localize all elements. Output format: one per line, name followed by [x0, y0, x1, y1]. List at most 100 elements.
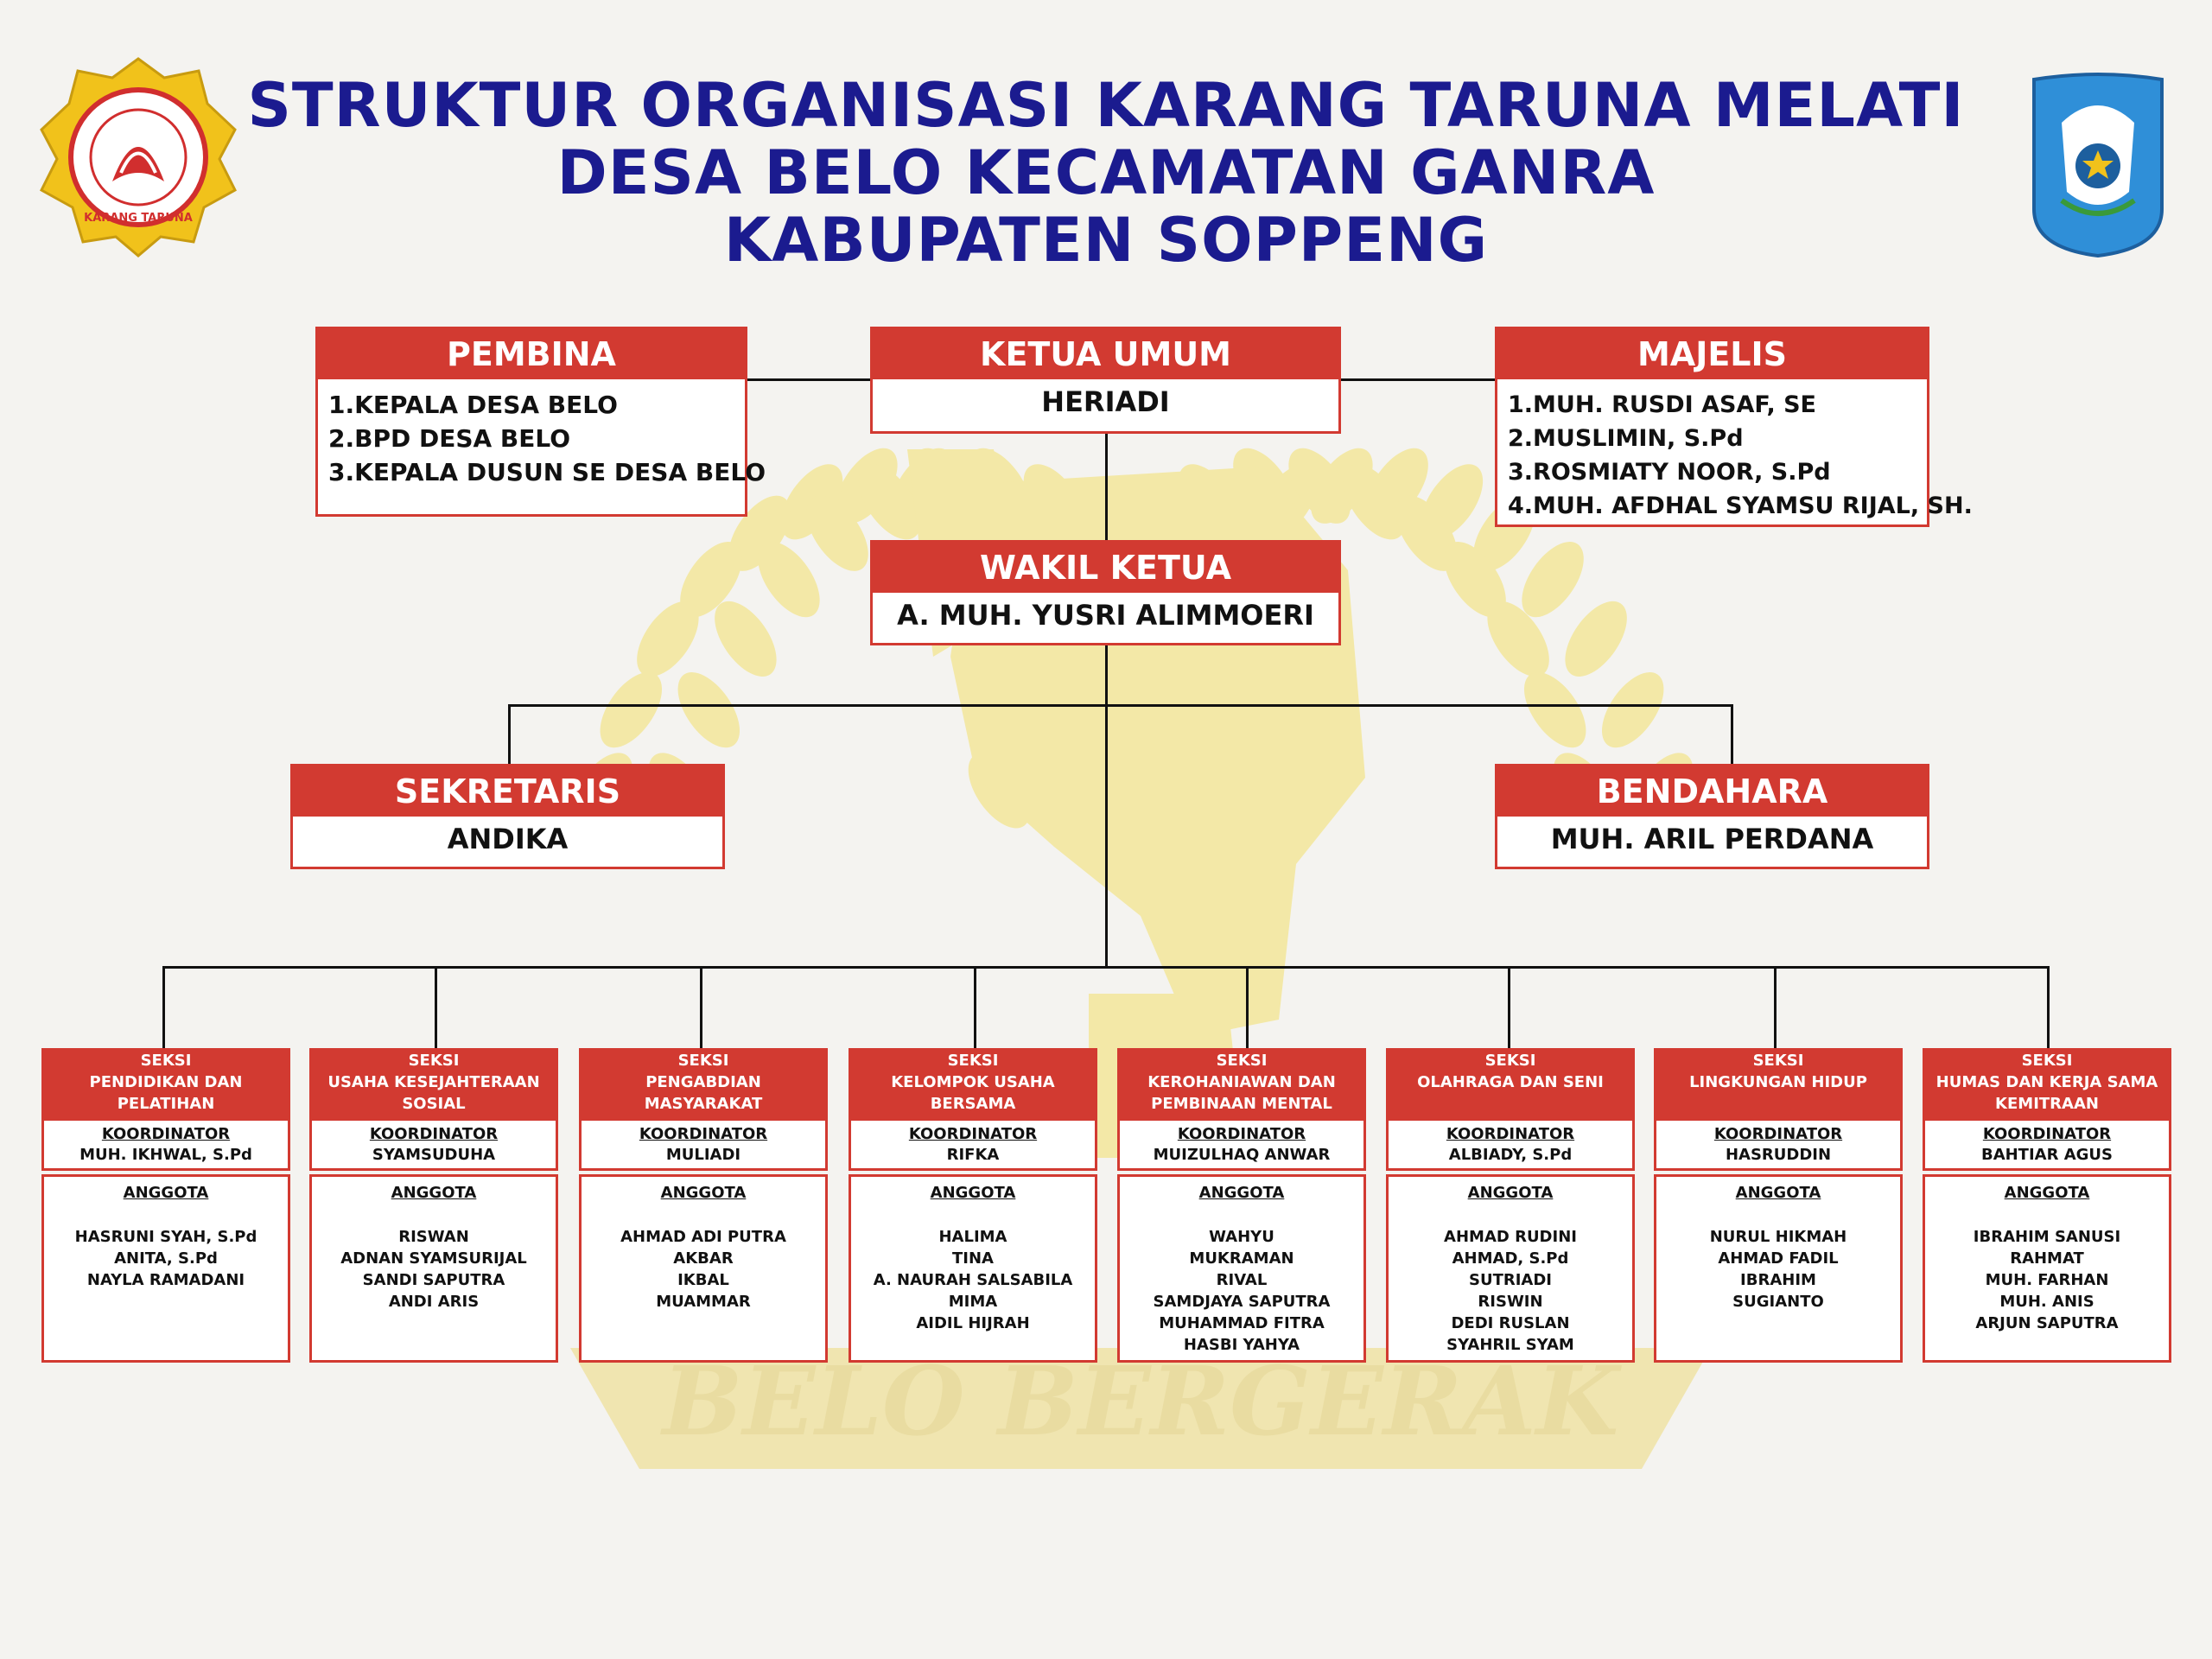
karang-taruna-logo: KARANG TARUNA: [35, 52, 242, 259]
koordinator-name: RIFKA: [946, 1146, 1000, 1164]
bendahara-box: BENDAHARA MUH. ARIL PERDANA: [1495, 764, 1929, 869]
karang-taruna-emblem-icon: KARANG TARUNA: [40, 57, 237, 257]
svg-text:KARANG TARUNA: KARANG TARUNA: [84, 212, 193, 225]
anggota-member: AHMAD, S.Pd: [1452, 1249, 1569, 1268]
watermark-text: BELO BERGERAK: [660, 1345, 1623, 1457]
anggota-member: IKBAL: [677, 1271, 729, 1289]
anggota-member: RISWAN: [398, 1228, 469, 1246]
majelis-title: MAJELIS PERTIMBANGAN: [1497, 329, 1927, 423]
section-seksi-label: SEKSI: [2021, 1052, 2073, 1070]
anggota-member: NAYLA RAMADANI: [86, 1271, 245, 1289]
section-name: KEROHANIAWAN DAN PEMBINAAN MENTAL: [1147, 1073, 1336, 1113]
section-name: LINGKUNGAN HIDUP: [1689, 1073, 1867, 1091]
ketua-umum-box: KETUA UMUM HERIADI: [870, 327, 1341, 434]
koordinator-name: MULIADI: [665, 1146, 741, 1164]
majelis-member: 4.MUH. AFDHAL SYAMSU RIJAL, SH.: [1508, 493, 1973, 519]
connector-main-trunk: [1105, 644, 1108, 968]
connector-section-6: [1508, 966, 1510, 1049]
section-koordinator-box: KOORDINATOR MULIADI: [579, 1121, 828, 1171]
majelis-pertimbangan-box: MAJELIS PERTIMBANGAN 1.MUH. RUSDI ASAF, …: [1495, 327, 1973, 527]
connector-sekretaris-bendahara: [508, 704, 1733, 707]
connector-section-1: [162, 966, 165, 1049]
anggota-member: MUH. ANIS: [1999, 1293, 2094, 1311]
section-header: SEKSI KELOMPOK USAHA BERSAMA: [849, 1048, 1097, 1121]
section-seksi-label: SEKSI: [140, 1052, 192, 1070]
wakil-ketua-title: WAKIL KETUA: [873, 543, 1338, 593]
bendahara-title: BENDAHARA: [1497, 766, 1927, 817]
connector-ketua-majelis: [1339, 378, 1498, 381]
section-seksi-label: SEKSI: [677, 1052, 729, 1070]
section-name: KELOMPOK USAHA BERSAMA: [891, 1073, 1055, 1113]
anggota-member: SUTRIADI: [1469, 1271, 1552, 1289]
page-title-line-3: KABUPATEN SOPPENG: [723, 205, 1489, 276]
anggota-member: HALIMA: [938, 1228, 1007, 1246]
koordinator-name: SYAMSUDUHA: [372, 1146, 496, 1164]
koordinator-label: KOORDINATOR: [908, 1125, 1038, 1143]
majelis-member: 2.MUSLIMIN, S.Pd: [1508, 425, 1744, 452]
section-seksi-label: SEKSI: [408, 1052, 460, 1070]
sekretaris-box: SEKRETARIS ANDIKA: [290, 764, 725, 869]
koordinator-name: MUH. IKHWAL, S.Pd: [79, 1146, 252, 1164]
pembina-member: 1.KEPALA DESA BELO: [328, 391, 618, 419]
connector-ketua-wakil: [1105, 432, 1108, 543]
anggota-member: AIDIL HIJRAH: [916, 1314, 1030, 1332]
connector-sections-bar: [162, 966, 2050, 969]
pembina-member: 2.BPD DESA BELO: [328, 424, 571, 453]
connector-section-4: [974, 966, 976, 1049]
connector-section-2: [435, 966, 437, 1049]
anggota-member: MUAMMAR: [656, 1293, 751, 1311]
anggota-member: ANDI ARIS: [388, 1293, 480, 1311]
anggota-member: MIMA: [948, 1293, 998, 1311]
anggota-member: AHMAD RUDINI: [1444, 1228, 1577, 1246]
anggota-member: SANDI SAPUTRA: [362, 1271, 505, 1289]
anggota-member: MUHAMMAD FITRA: [1159, 1314, 1325, 1332]
sekretaris-name: ANDIKA: [447, 823, 569, 855]
anggota-member: AKBAR: [673, 1249, 734, 1268]
koordinator-name: ALBIADY, S.Pd: [1448, 1146, 1573, 1164]
koordinator-label: KOORDINATOR: [639, 1125, 768, 1143]
anggota-member: TINA: [952, 1249, 994, 1268]
anggota-member: ANITA, S.Pd: [114, 1249, 218, 1268]
majelis-member: 3.ROSMIATY NOOR, S.Pd: [1508, 459, 1831, 486]
anggota-member: DEDI RUSLAN: [1451, 1314, 1570, 1332]
section-name: PENDIDIKAN DAN PELATIHAN: [89, 1073, 243, 1113]
koordinator-label: KOORDINATOR: [369, 1125, 499, 1143]
koordinator-label: KOORDINATOR: [1713, 1125, 1843, 1143]
anggota-member: HASRUNI SYAH, S.Pd: [74, 1228, 257, 1246]
section-column: SEKSI PENDIDIKAN DAN PELATIHAN KOORDINATOR…: [41, 1048, 290, 1363]
section-seksi-label: SEKSI: [947, 1052, 999, 1070]
anggota-member: IBRAHIM SANUSI: [1973, 1228, 2121, 1246]
bendahara-name: MUH. ARIL PERDANA: [1550, 823, 1874, 855]
anggota-member: WAHYU: [1209, 1228, 1274, 1246]
ketua-umum-name: HERIADI: [1041, 385, 1170, 418]
anggota-member: MUKRAMAN: [1189, 1249, 1294, 1268]
anggota-member: HASBI YAHYA: [1183, 1336, 1300, 1354]
section-seksi-label: SEKSI: [1216, 1052, 1268, 1070]
soppeng-regency-emblem-icon: [2032, 73, 2164, 258]
section-name: USAHA KESEJAHTERAAN SOSIAL: [327, 1073, 540, 1113]
connector-pembina-ketua: [745, 378, 873, 381]
page-title-line-2: DESA BELO KECAMATAN GANRA: [556, 137, 1656, 208]
connector-section-5: [1246, 966, 1249, 1049]
koordinator-label: KOORDINATOR: [1982, 1125, 2112, 1143]
anggota-member: AHMAD FADIL: [1718, 1249, 1839, 1268]
connector-to-bendahara: [1731, 704, 1733, 765]
section-header: SEKSI USAHA KESEJAHTERAAN SOSIAL: [309, 1048, 558, 1121]
anggota-member: RAHMAT: [2010, 1249, 2084, 1268]
pembina-title: PEMBINA: [318, 329, 745, 379]
section-seksi-label: SEKSI: [1484, 1052, 1536, 1070]
connector-to-sekretaris: [508, 704, 511, 765]
section-name: OLAHRAGA DAN SENI: [1417, 1073, 1604, 1091]
pembina-box: PEMBINA 1.KEPALA DESA BELO 2.BPD DESA BE…: [315, 327, 766, 517]
